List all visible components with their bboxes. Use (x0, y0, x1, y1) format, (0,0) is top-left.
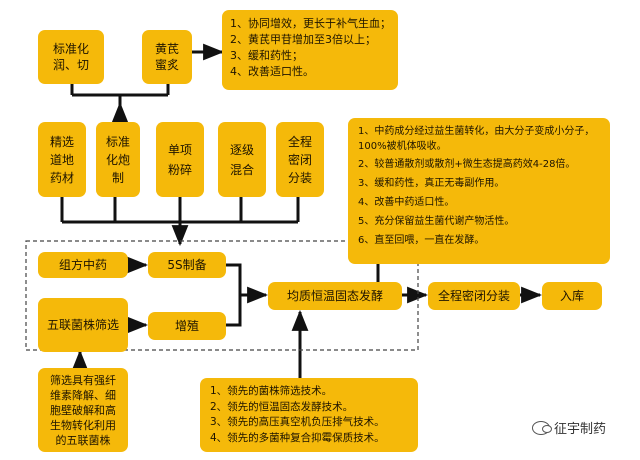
storage-box: 入库 (542, 282, 602, 310)
note-item: 3、缓和药性，真正无毒副作用。 (358, 178, 505, 189)
sealed-pack-box: 全程密闭分装 (428, 282, 520, 310)
five-s-box: 5S制备 (148, 252, 226, 278)
benefit-item: 4、改善适口性。 (230, 65, 314, 78)
technology-list-box: 1、领先的菌株筛选技术。 2、领先的恒温固态发酵技术。 3、领先的高压真空机负压… (200, 378, 418, 452)
formula-box: 组方中药 (38, 252, 128, 278)
benefit-item: 3、缓和药性； (230, 49, 303, 62)
chat-bubble-icon (532, 420, 552, 435)
tech-item: 3、领先的高压真空机负压排气技术。 (210, 416, 385, 428)
standardize-box: 标准化 润、切 (38, 30, 104, 84)
note-item: 6、直至回喂，一直在发酵。 (358, 235, 485, 246)
step-single-grinding: 单项 粉碎 (156, 122, 204, 197)
strain-description-box: 筛选具有强纤 维素降解、细 胞壁破解和高 生物转化利用 的五联菌株 (38, 368, 128, 452)
watermark: 征宇制药 (532, 418, 606, 437)
tech-item: 1、领先的菌株筛选技术。 (210, 385, 333, 397)
step-select-herbs: 精选 道地 药材 (38, 122, 86, 197)
strain-select-box: 五联菌株筛选 (38, 298, 128, 352)
note-item: 1、中药成分经过益生菌转化，由大分子变成小分子，100%被机体吸收。 (358, 126, 595, 152)
step-standard-processing: 标准 化炮 制 (96, 122, 140, 197)
note-item: 4、改善中药适口性。 (358, 197, 455, 208)
note-item: 2、较普通散剂或散剂+微生态提高药效4-28倍。 (358, 159, 576, 170)
watermark-text: 征宇制药 (554, 422, 607, 437)
ferment-box: 均质恒温固态发酵 (268, 282, 402, 310)
benefit-item: 1、协同增效，更长于补气生血； (230, 17, 391, 30)
tech-item: 4、领先的多菌种复合抑霉保质技术。 (210, 431, 385, 444)
top-benefits-box: 1、协同增效，更长于补气生血； 2、黄芪甲苷增加至3倍以上； 3、缓和药性； 4… (222, 10, 398, 90)
tech-item: 2、领先的恒温固态发酵技术。 (210, 400, 354, 413)
step-gradual-mixing: 逐级 混合 (218, 122, 266, 197)
fermentation-notes-box: 1、中药成分经过益生菌转化，由大分子变成小分子，100%被机体吸收。 2、较普通… (348, 118, 610, 264)
benefit-item: 2、黄芪甲苷增加至3倍以上； (230, 33, 376, 46)
note-item: 5、充分保留益生菌代谢产物活性。 (358, 216, 515, 227)
huangqi-box: 黄芪 蜜炙 (142, 30, 192, 84)
propagate-box: 增殖 (148, 312, 226, 340)
step-sealed-packing: 全程 密闭 分装 (276, 122, 324, 197)
